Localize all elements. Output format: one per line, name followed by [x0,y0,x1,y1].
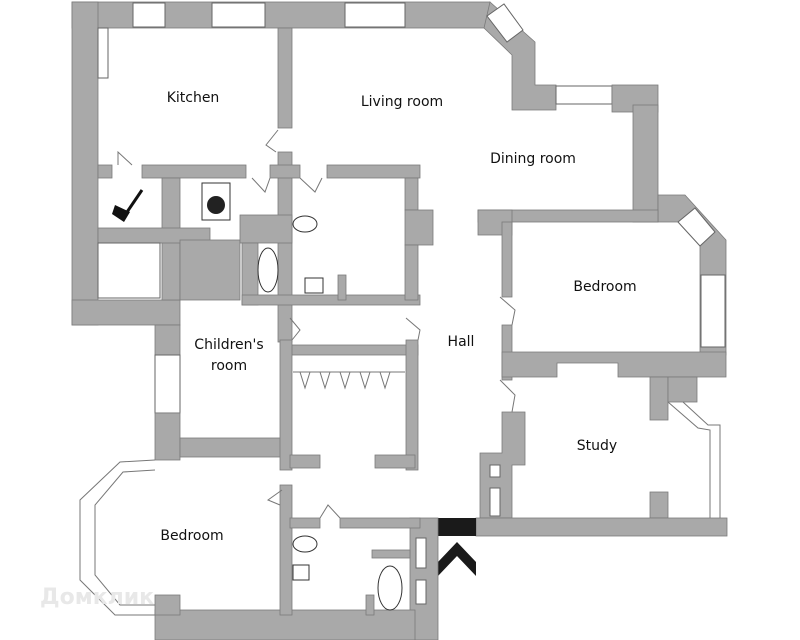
broom-dustpan-icon [112,189,144,222]
room-label-dining-room: Dining room [490,151,576,167]
entrance-arrow-icon [438,542,476,576]
room-label-study: Study [576,438,618,454]
entrance-door [438,518,476,536]
washing-machine-icon [201,182,231,221]
bathtub-icon [257,247,403,611]
room-label-kitchen: Kitchen [166,90,220,106]
room-label-bedroom-right: Bedroom [573,279,637,295]
watermark: Домклик [40,585,155,610]
sink-icon [292,277,324,581]
room-label-living-room: Living room [360,94,444,110]
room-label-hall: Hall [447,334,475,350]
toilet-icon [292,215,318,553]
room-label-childrens-room-line1: Children's [194,337,264,353]
room-label-bedroom-left: Bedroom [160,528,224,544]
room-label-childrens-room-line2: room [210,358,248,374]
